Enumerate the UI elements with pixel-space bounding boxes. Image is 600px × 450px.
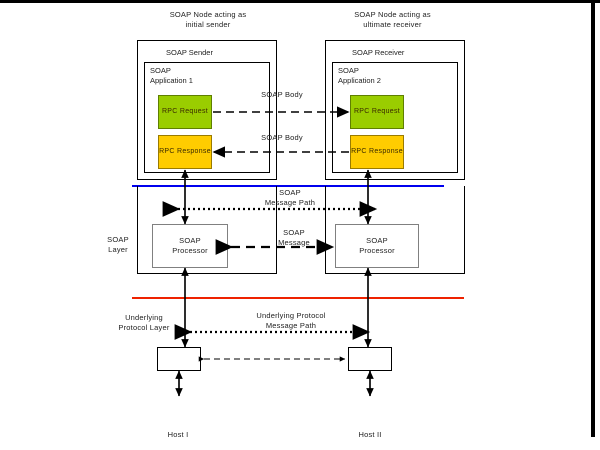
window-frame-top-bar <box>0 0 600 3</box>
soap-layer-label: SOAP Layer <box>107 235 129 254</box>
underlying-protocol-layer-label: Underlying Protocol Layer <box>118 313 170 332</box>
soap-body-top-label: SOAP Body <box>261 90 303 99</box>
left-rpc-response-box: RPC Response <box>158 135 212 169</box>
left-soap-processor-label: SOAP Processor <box>172 236 208 255</box>
left-rpc-request-box: RPC Request <box>158 95 212 129</box>
right-host-label: Host II <box>358 430 382 439</box>
left-node-caption: SOAP Node acting as initial sender <box>169 10 247 29</box>
soap-body-bottom-label: SOAP Body <box>261 133 303 142</box>
soap-application-1-box <box>144 62 270 173</box>
soap-layer-left-container <box>137 186 277 274</box>
right-soap-processor-label: SOAP Processor <box>359 236 395 255</box>
soap-receiver-title: SOAP Receiver <box>352 48 405 57</box>
right-rpc-request-box: RPC Request <box>350 95 404 129</box>
right-rpc-response-box: RPC Response <box>350 135 404 169</box>
soap-application-2-box <box>332 62 458 173</box>
soap-application-2-title: SOAP Application 2 <box>338 66 381 85</box>
window-frame-right-bar <box>591 0 595 437</box>
soap-layer-right-container <box>325 186 465 274</box>
underlying-protocol-separator-line <box>132 297 464 299</box>
left-soap-processor-box <box>152 224 228 268</box>
left-host-label: Host I <box>167 430 189 439</box>
soap-layer-separator-line <box>132 185 444 187</box>
soap-sender-title: SOAP Sender <box>166 48 213 57</box>
right-node-caption: SOAP Node acting as ultimate receiver <box>354 10 431 29</box>
soap-application-1-title: SOAP Application 1 <box>150 66 193 85</box>
soap-sender-container <box>137 40 277 180</box>
soap-receiver-container <box>325 40 465 180</box>
right-soap-processor-box <box>335 224 419 268</box>
